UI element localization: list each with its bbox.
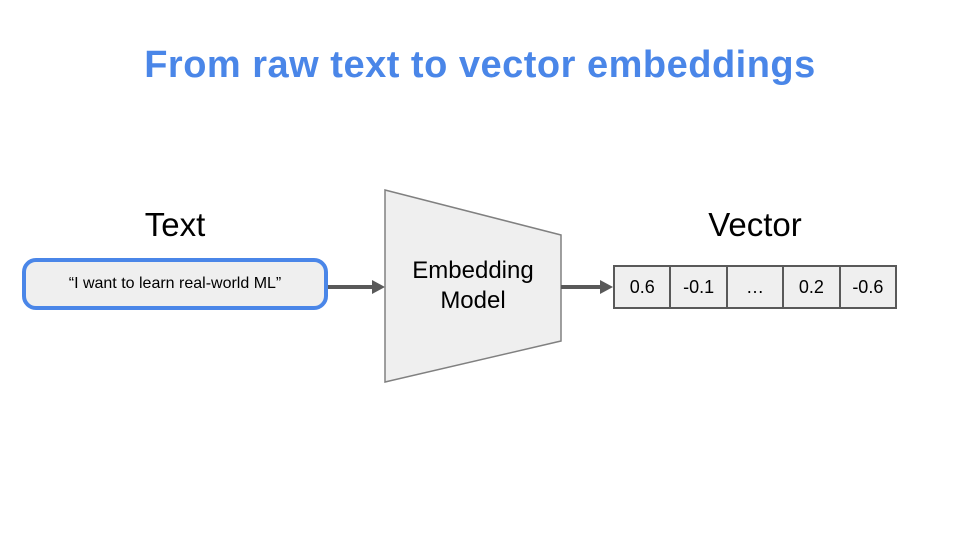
slide-title: From raw text to vector embeddings bbox=[144, 44, 816, 86]
vector-cell: 0.6 bbox=[613, 265, 672, 309]
vector-cell: -0.6 bbox=[838, 265, 898, 309]
raw-text-quote: “I want to learn real-world ML” bbox=[68, 275, 282, 292]
vector-cell: -0.1 bbox=[669, 265, 728, 309]
vector-cell-ellipsis: … bbox=[725, 265, 785, 309]
text-section-label: Text bbox=[144, 206, 206, 243]
embedding-model-label: Embedding Model bbox=[412, 257, 534, 314]
embedding-model-trapezoid bbox=[384, 189, 562, 383]
vector-section-label: Vector bbox=[708, 206, 802, 243]
vector-row: 0.6 -0.1 … 0.2 -0.6 bbox=[613, 265, 898, 309]
vector-cell: 0.2 bbox=[782, 265, 841, 309]
flow-arrow-right-icon-1 bbox=[328, 280, 385, 294]
raw-text-box: “I want to learn real-world ML” bbox=[22, 258, 328, 310]
flow-arrow-right-icon-2 bbox=[561, 280, 613, 294]
